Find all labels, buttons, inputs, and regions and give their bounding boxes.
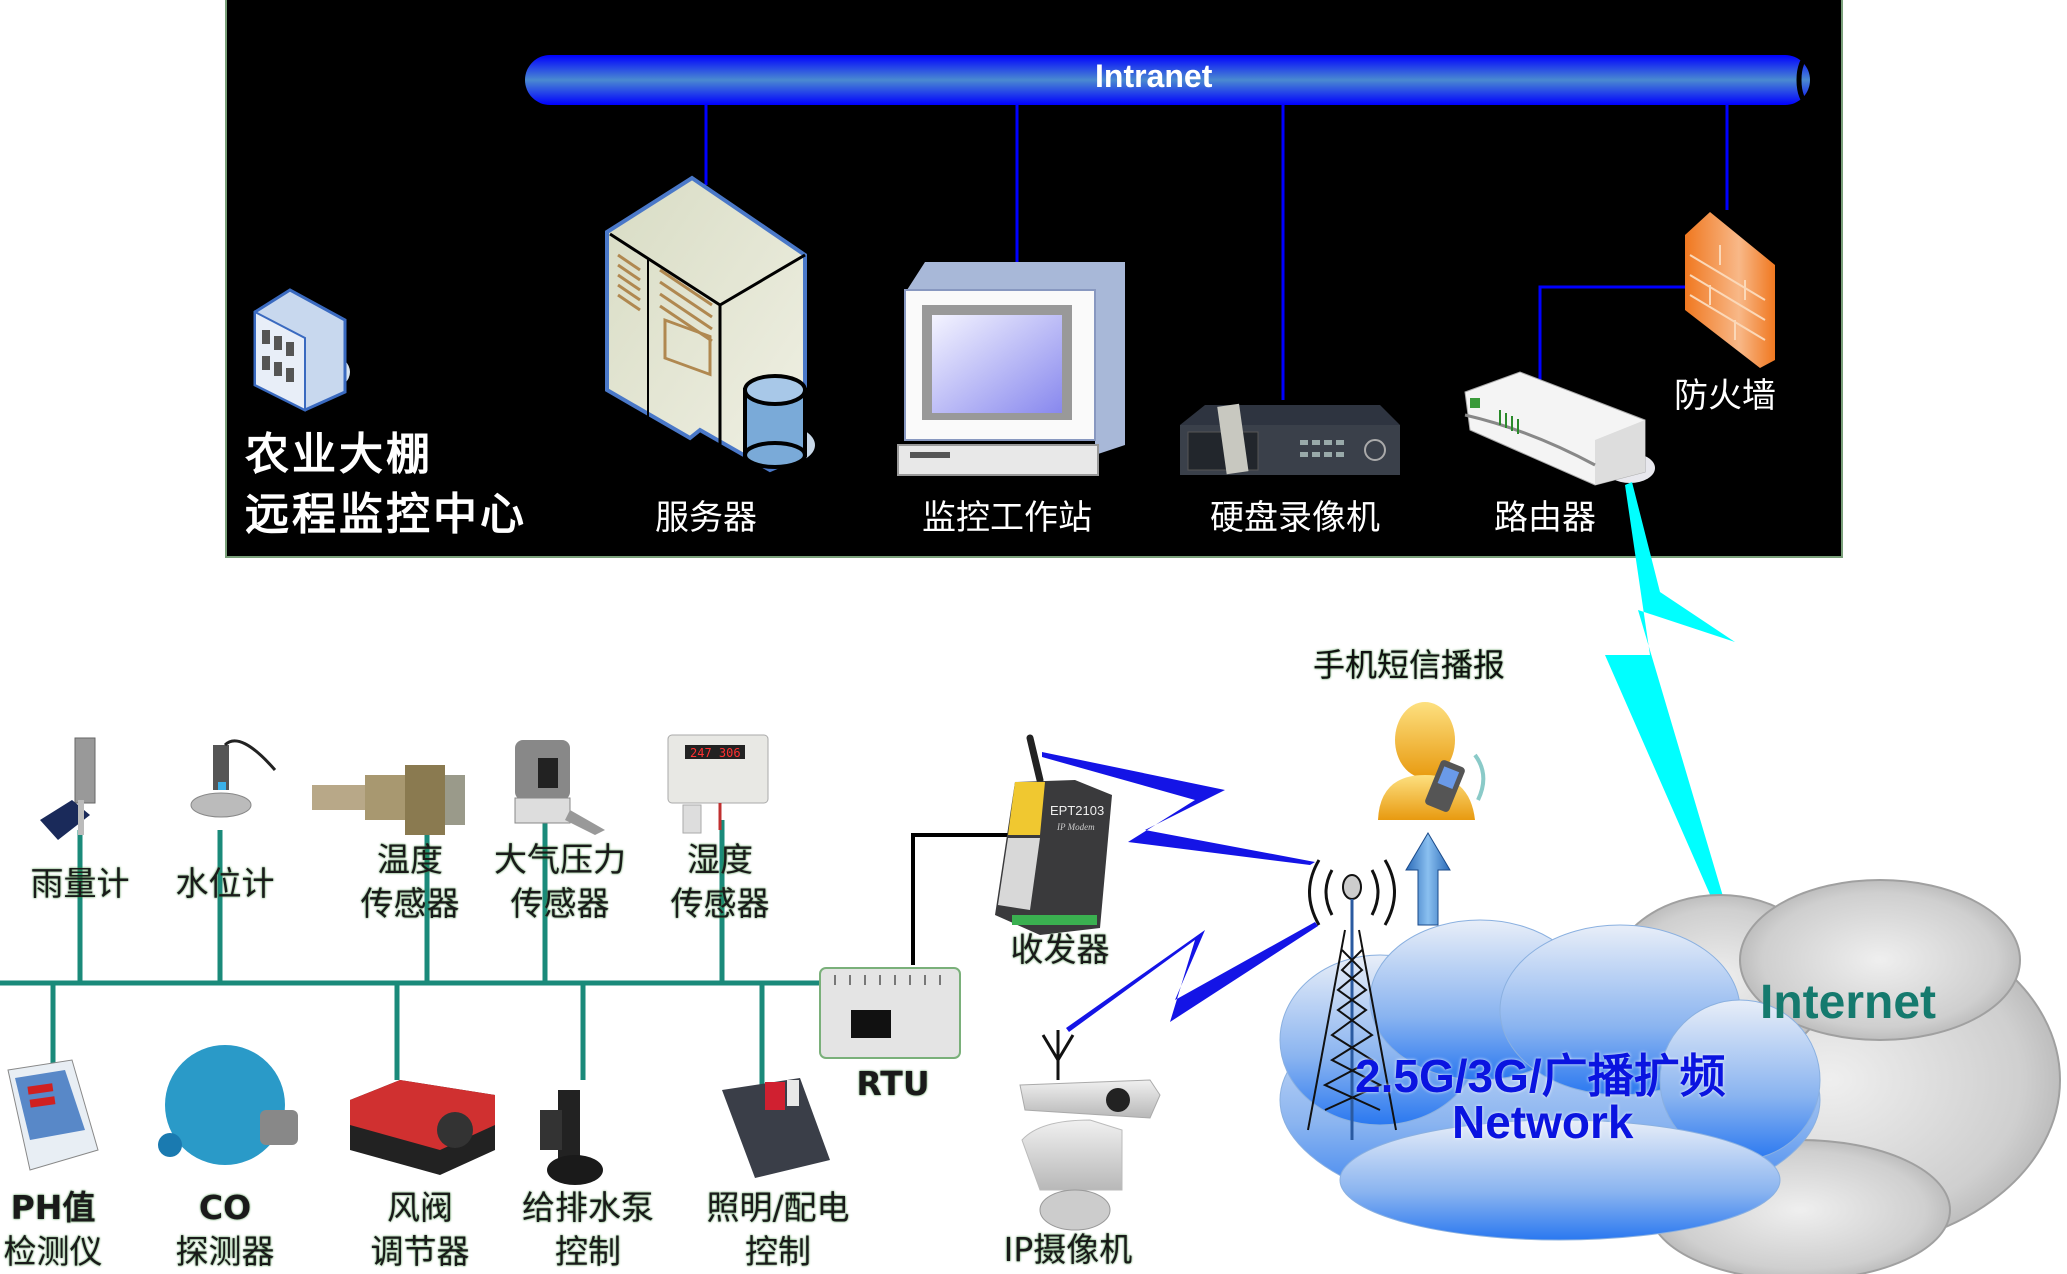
rtu-transceiver-cable (911, 833, 1010, 965)
ph-meter-label: PH值检测仪 (3, 1188, 103, 1271)
pump-label: 给排水泵控制 (522, 1188, 654, 1271)
field-bus (0, 820, 830, 1085)
center-title-line2: 远程监控中心 (245, 489, 527, 540)
mobile-network-label-line1: 2.5G/3G/广播扩频 (1355, 1050, 1726, 1102)
router-firewall-link (1538, 285, 1728, 385)
pressure-sensor-label: 大气压力传感器 (494, 840, 626, 923)
internet-label: Internet (1760, 976, 1937, 1029)
mobile-network-cloud (1279, 919, 1821, 1241)
ph-meter-icon (7, 1059, 99, 1171)
lighting-label: 照明/配电控制 (706, 1188, 850, 1271)
dvr-icon (1180, 403, 1400, 475)
transceiver-label: 收发器 (1010, 930, 1110, 969)
workstation-label: 监控工作站 (922, 498, 1092, 538)
rtu-label: RTU (856, 1064, 930, 1103)
rain-gauge-label: 雨量计 (30, 864, 130, 903)
server-label: 服务器 (655, 498, 757, 538)
cell-tower-icon (1307, 859, 1397, 1140)
water-pump-icon (540, 1090, 603, 1185)
dvr-label: 硬盘录像机 (1210, 498, 1380, 538)
firewall-icon (1685, 212, 1775, 368)
modem-model-text: EPT2103 (1050, 803, 1104, 818)
humidity-sensor-icon: 247 306 (667, 734, 769, 834)
up-arrow-icon (1405, 832, 1451, 926)
ip-modem-icon: EPT2103 IP Modem (995, 734, 1112, 935)
temperature-sensor-label: 温度传感器 (360, 840, 460, 923)
modem-model-sub-text: IP Modem (1056, 822, 1095, 832)
humidity-sensor-label: 湿度传感器 (670, 840, 770, 923)
intranet-label: Intranet (1095, 58, 1213, 94)
router-icon (1464, 371, 1655, 486)
monitor-workstation-icon (897, 262, 1125, 476)
mobile-network-label-line2: Network (1452, 1096, 1634, 1148)
co-detector-icon (158, 1045, 298, 1165)
temperature-sensor-icon (312, 765, 465, 835)
router-label: 路由器 (1494, 498, 1596, 538)
server-icon (605, 175, 815, 473)
pressure-sensor-icon (514, 740, 605, 835)
rtu-controller-icon (819, 967, 961, 1059)
damper-label: 风阀调节器 (370, 1188, 470, 1271)
sms-broadcast-label: 手机短信播报 (1313, 646, 1506, 684)
water-level-meter-icon (190, 739, 277, 818)
firewall-label: 防火墙 (1674, 376, 1776, 416)
transceiver-wireless-link (1042, 752, 1315, 865)
air-damper-actuator-icon (350, 1080, 495, 1175)
intranet-pipe (525, 54, 1820, 106)
person-phone-icon (1378, 702, 1486, 820)
power-distribution-box-icon (722, 1078, 830, 1178)
center-title-line1: 农业大棚 (245, 429, 433, 480)
water-level-label: 水位计 (175, 864, 275, 903)
ptz-camera-icon (1019, 1030, 1161, 1231)
rain-gauge-icon (40, 737, 96, 840)
svg-text:247 306: 247 306 (690, 746, 741, 760)
ip-camera-label: IP摄像机 (1003, 1230, 1133, 1269)
building-icon (253, 288, 350, 412)
intranet-links (704, 105, 1729, 400)
internet-wireless-link (1605, 482, 1735, 922)
